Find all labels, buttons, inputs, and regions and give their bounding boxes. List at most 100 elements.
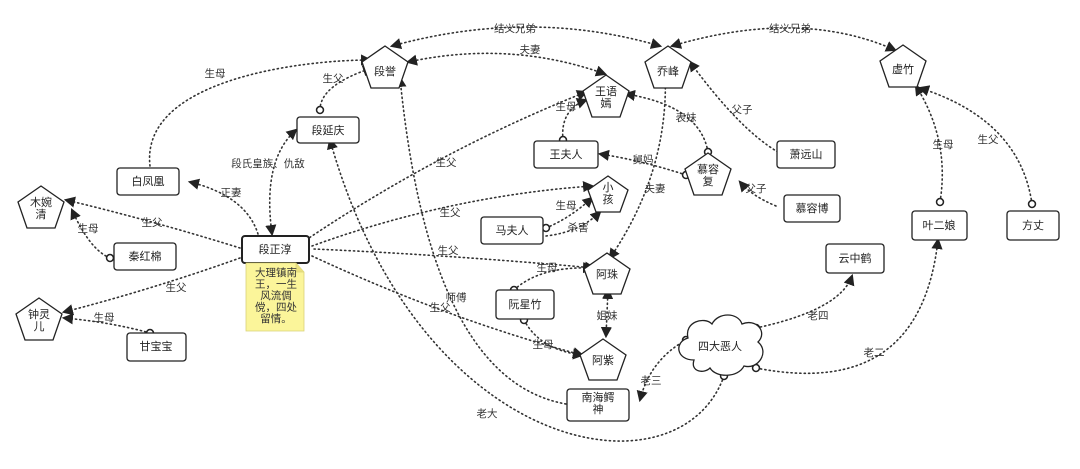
svg-text:萧远山: 萧远山 xyxy=(790,148,823,161)
node-yunzhonghe[interactable]: 云中鹤 xyxy=(825,243,885,274)
edge-label-shengmu-mfr: 生母 xyxy=(556,199,577,212)
svg-text:段延庆: 段延庆 xyxy=(312,123,345,137)
svg-text:阿珠: 阿珠 xyxy=(596,267,618,281)
edge-murongbo-murongfu xyxy=(738,180,777,207)
edge-label-shengmu-bai: 生母 xyxy=(205,67,226,80)
edge-label-shengmu-yen: 生母 xyxy=(933,138,954,151)
edge-baifengpan-duanyu xyxy=(149,54,373,167)
svg-text:虚竹: 虚竹 xyxy=(892,62,914,76)
node-wangyuyan[interactable]: 王语嫣 xyxy=(582,74,630,118)
svg-text:秦红棉: 秦红棉 xyxy=(129,249,162,263)
edge-label-shengmu-qhm: 生母 xyxy=(78,222,99,235)
edge-label-zhengqi: 正妻 xyxy=(221,186,242,199)
edge-label-fuzi1: 父子 xyxy=(732,104,753,116)
node-murongbo[interactable]: 慕容博 xyxy=(783,194,841,223)
edge-duanzhengchun-baifengpan xyxy=(187,178,259,235)
svg-text:钟灵儿: 钟灵儿 xyxy=(28,307,50,333)
edge-label-shengfu-dyq: 生父 xyxy=(323,72,344,85)
svg-text:阮星竹: 阮星竹 xyxy=(509,297,542,311)
node-sidaeren[interactable]: 四大恶人 xyxy=(678,314,764,376)
edge-label-jieyi1: 结义兄弟 xyxy=(494,22,536,35)
edge-label-shengfu-zle: 生父 xyxy=(166,281,187,294)
node-duanzhengchun[interactable]: 段正淳 xyxy=(241,235,310,264)
edge-qinhongmian-muwanqing xyxy=(70,207,115,263)
edge-label-jiuma: 舅妈 xyxy=(633,153,654,166)
node-qiaofeng[interactable]: 乔峰 xyxy=(644,45,692,89)
edge-label-biaomei: 表妹 xyxy=(676,111,697,124)
edge-label-laosi: 老四 xyxy=(808,309,829,322)
edge-label-fuqi2: 夫妻 xyxy=(645,182,666,195)
edge-fangzhang-xuzhu xyxy=(917,85,1037,209)
edge-label-shengmu-rxz2: 生母 xyxy=(533,338,554,351)
edge-wangfuren-wangyuyan xyxy=(558,97,589,145)
node-mafuren[interactable]: 马夫人 xyxy=(480,216,544,245)
edge-sidaeren-yunzhonghe xyxy=(751,273,855,333)
edge-label-shengmu-gbb: 生母 xyxy=(94,311,115,324)
svg-text:乔峰: 乔峰 xyxy=(657,65,679,78)
svg-text:慕容博: 慕容博 xyxy=(796,201,829,215)
edge-label-shahai: 杀害 xyxy=(568,221,589,234)
edge-label-jieyi2: 结义兄弟 xyxy=(769,22,811,35)
node-azi[interactable]: 阿紫 xyxy=(579,338,627,381)
node-xiaohai[interactable]: 小孩 xyxy=(587,175,629,213)
node-wangfuren[interactable]: 王夫人 xyxy=(533,140,599,169)
node-ruanxingzhu[interactable]: 阮星竹 xyxy=(495,289,555,320)
edge-label-fuzi2: 父子 xyxy=(746,183,767,195)
edge-qiaofeng-xuzhu xyxy=(669,27,898,52)
edge-label-fuqi1: 夫妻 xyxy=(520,43,541,56)
node-muwanqing[interactable]: 木婉清 xyxy=(17,185,65,229)
node-duanyu[interactable]: 段誉 xyxy=(361,45,409,89)
edge-duanyu-wangyuyan xyxy=(405,52,608,77)
node-zhonglinger[interactable]: 钟灵儿 xyxy=(15,297,63,341)
node-fangzhang[interactable]: 方丈 xyxy=(1006,210,1060,241)
svg-text:段正淳: 段正淳 xyxy=(259,242,292,256)
svg-text:小孩: 小孩 xyxy=(603,181,614,206)
edge-ganbaobao-zhonglinger xyxy=(61,313,155,338)
node-murongfu[interactable]: 慕容复 xyxy=(684,152,732,196)
edge-duanzhengchun-muwanqing xyxy=(63,196,241,249)
edge-label-laosan: 老三 xyxy=(641,374,662,387)
node-qinhongmian[interactable]: 秦红棉 xyxy=(113,242,177,271)
svg-text:马夫人: 马夫人 xyxy=(496,224,529,237)
nodes: 段誉 乔峰 虚竹 王语嫣 慕容复 小孩 木婉清 钟灵儿 xyxy=(15,44,1060,422)
node-duanyanqing[interactable]: 段延庆 xyxy=(296,116,360,144)
node-yeerniang[interactable]: 叶二娘 xyxy=(911,210,968,241)
svg-text:方丈: 方丈 xyxy=(1022,218,1044,232)
node-azhu[interactable]: 阿珠 xyxy=(583,252,631,295)
node-nanhaieshen[interactable]: 南海鳄神 xyxy=(566,388,630,422)
svg-text:南海鳄神: 南海鳄神 xyxy=(582,390,615,416)
svg-text:云中鹤: 云中鹤 xyxy=(839,251,872,265)
edge-label-shengfu-mwq: 生父 xyxy=(142,216,163,229)
edge-duanyu-qiaofeng xyxy=(389,26,663,50)
edge-duanyanqing-duanyu xyxy=(315,65,375,115)
node-xuzhu[interactable]: 虚竹 xyxy=(879,44,927,88)
node-baifengpan[interactable]: 白凤凰 xyxy=(116,167,180,196)
svg-text:王夫人: 王夫人 xyxy=(550,148,583,161)
svg-text:白凤凰: 白凤凰 xyxy=(132,174,165,188)
svg-text:王语嫣: 王语嫣 xyxy=(595,85,617,110)
svg-text:段誉: 段誉 xyxy=(374,64,396,78)
edge-label-shengfu-xh: 生父 xyxy=(440,206,461,219)
edges: 结义兄弟 结义兄弟 夫妻 生母 生父 段氏皇族、仇敌 正妻 生父 生母 表妹 舅… xyxy=(61,22,1037,442)
edge-label-duanshi: 段氏皇族、仇敌 xyxy=(231,157,305,170)
node-ganbaobao[interactable]: 甘宝宝 xyxy=(126,332,187,362)
svg-text:甘宝宝: 甘宝宝 xyxy=(140,339,173,353)
svg-text:阿紫: 阿紫 xyxy=(592,354,614,367)
svg-text:木婉清: 木婉清 xyxy=(30,195,52,221)
edge-label-shengfu-azi: 生父 xyxy=(430,301,451,314)
edge-label-laoda: 老大 xyxy=(477,407,498,420)
svg-text:大理镇南王，一生风流倜傥，四处留情。: 大理镇南王，一生风流倜傥，四处留情。 xyxy=(255,266,297,325)
edge-sidaeren-yeerniang xyxy=(751,237,943,375)
svg-text:叶二娘: 叶二娘 xyxy=(923,218,956,232)
edge-label-shengmu-wfr: 生母 xyxy=(556,100,577,113)
edge-label-shengfu-wyy: 生父 xyxy=(436,156,457,169)
edge-sidaeren-duanyanqing xyxy=(327,137,729,442)
edge-label-shengfu-azhu: 生父 xyxy=(438,244,459,257)
edge-label-laoer: 老二 xyxy=(864,346,885,359)
edge-xiaoyuanshan-qiaofeng xyxy=(688,60,779,153)
svg-text:四大恶人: 四大恶人 xyxy=(698,339,742,353)
edge-duanyanqing-duanzhengchun xyxy=(265,128,298,237)
node-xiaoyuanshan[interactable]: 萧远山 xyxy=(776,140,836,169)
node-note: 大理镇南王，一生风流倜傥，四处留情。 xyxy=(245,262,305,332)
